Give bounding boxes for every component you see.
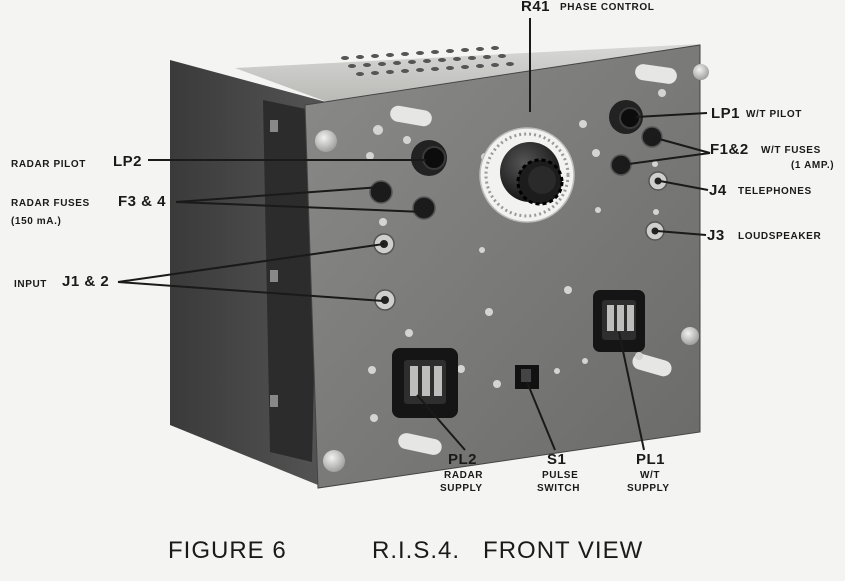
figure-caption-number: FIGURE 6 — [168, 537, 287, 564]
label-j4: J4 TELEPHONES — [709, 182, 812, 199]
radar-supply-pin — [410, 366, 418, 396]
label-s1: S1 PULSE SWITCH — [537, 451, 580, 494]
side-slot-1 — [270, 120, 278, 132]
label-pl2: PL2 RADAR SUPPLY — [440, 451, 483, 494]
label-j4-id: J4 — [709, 182, 727, 199]
radar-fuse-1-icon[interactable] — [369, 180, 393, 204]
label-pl1-line1: W/T — [640, 470, 660, 481]
label-pl1-id: PL1 — [636, 451, 665, 468]
label-s1-id: S1 — [547, 451, 566, 468]
label-r41: R41 PHASE CONTROL — [521, 0, 654, 15]
loudspeaker-jack-hole — [651, 227, 659, 235]
telephones-jack-hole — [654, 177, 662, 185]
phase-control-knob-cap — [528, 166, 556, 194]
label-r41-id: R41 — [521, 0, 550, 15]
label-pl2-line1: RADAR — [444, 470, 483, 481]
label-s1-line2: SWITCH — [537, 483, 580, 494]
side-slot-3 — [270, 395, 278, 407]
wt-supply-pin — [627, 305, 634, 331]
standoff-icon — [635, 64, 677, 84]
label-j3-id: J3 — [707, 227, 725, 244]
label-f12: F1&2 W/T FUSES (1 AMP.) — [710, 141, 834, 171]
wt-supply-pin — [607, 305, 614, 331]
label-lp2: RADAR PILOT LP2 — [11, 153, 142, 170]
label-r41-desc: PHASE CONTROL — [560, 2, 654, 13]
label-j3-desc: LOUDSPEAKER — [738, 231, 821, 242]
label-s1-line1: PULSE — [542, 470, 578, 481]
input-jack-2-hole — [381, 296, 389, 304]
label-f34-note: (150 mA.) — [11, 216, 61, 227]
label-pl1-line2: SUPPLY — [627, 483, 670, 494]
label-j3: J3 LOUDSPEAKER — [707, 227, 821, 244]
label-j4-desc: TELEPHONES — [738, 186, 812, 197]
corner-screw-icon — [681, 327, 699, 345]
chassis-top — [235, 44, 700, 103]
label-pl2-line2: SUPPLY — [440, 483, 483, 494]
leader-lines — [117, 18, 711, 451]
label-j12-id: J1 & 2 — [62, 273, 109, 290]
standoff-icon — [390, 105, 432, 127]
side-slot-2 — [270, 270, 278, 282]
vent-holes — [341, 46, 514, 76]
corner-screw-icon — [315, 130, 337, 152]
label-f12-desc: W/T FUSES — [761, 145, 821, 156]
standoff-icon — [632, 353, 672, 377]
wt-supply-pin — [617, 305, 624, 331]
label-f12-id: F1&2 — [710, 141, 749, 158]
label-pl1: PL1 W/T SUPPLY — [627, 451, 670, 494]
label-f34-desc: RADAR FUSES — [11, 198, 90, 209]
label-f34-id: F3 & 4 — [118, 193, 166, 210]
wt-pilot-lamp-lens — [619, 107, 641, 129]
label-j12-desc: INPUT — [14, 279, 47, 290]
label-f34: RADAR FUSES F3 & 4 (150 mA.) — [11, 193, 166, 227]
label-lp1-id: LP1 — [711, 105, 740, 122]
radar-supply-pin — [422, 366, 430, 396]
side-flange — [263, 100, 320, 462]
phase-control-dial-scale — [484, 132, 570, 218]
label-j12: INPUT J1 & 2 — [14, 273, 109, 290]
corner-screw-icon — [323, 450, 345, 472]
label-pl2-id: PL2 — [448, 451, 477, 468]
label-lp2-desc: RADAR PILOT — [11, 159, 86, 170]
pulse-switch-toggle[interactable] — [521, 369, 531, 382]
label-f12-note: (1 AMP.) — [791, 160, 834, 171]
radar-pilot-lamp-lens — [422, 146, 446, 170]
label-lp2-id: LP2 — [113, 153, 142, 170]
figure-caption-title: R.I.S.4. FRONT VIEW — [372, 537, 643, 564]
radar-supply-pin — [434, 366, 442, 396]
label-lp1: LP1 W/T PILOT — [711, 105, 802, 122]
label-lp1-desc: W/T PILOT — [746, 109, 802, 120]
standoff-icon — [398, 433, 442, 455]
corner-screw-icon — [693, 64, 709, 80]
radar-fuse-2-icon[interactable] — [412, 196, 436, 220]
